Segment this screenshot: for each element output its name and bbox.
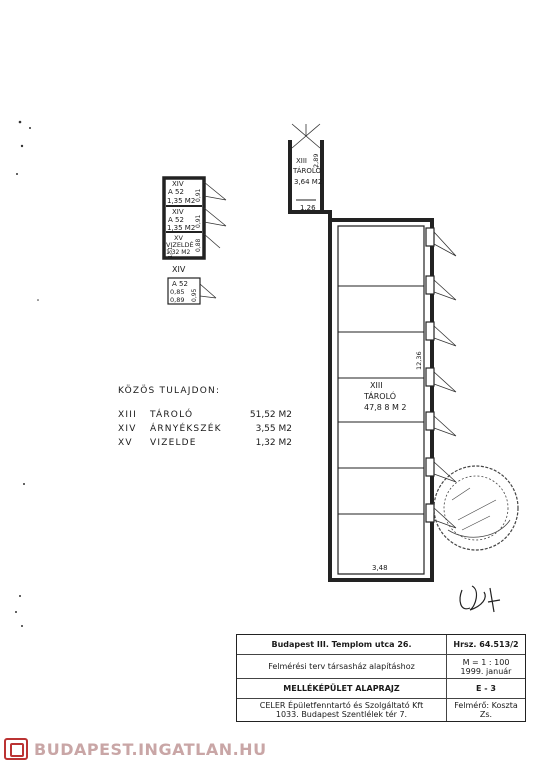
small-d-area: 0,85 xyxy=(170,288,184,296)
watermark-text: BUDAPEST.INGATLAN.HU xyxy=(34,739,267,759)
room-13-top-area: 3,64 M2 xyxy=(294,178,322,186)
room-13-top-num: XIII xyxy=(296,157,307,165)
purpose: Felmérési terv társasház alapításhoz xyxy=(237,655,447,678)
small-b-dim: 0,91 xyxy=(195,214,202,228)
small-a-num: XIV xyxy=(172,180,184,188)
legend-row: XIV ÁRNYÉKSZÉK 3,55 M2 xyxy=(118,422,298,436)
site-watermark: BUDAPEST.INGATLAN.HU xyxy=(0,736,294,762)
small-c-area: 1,32 M2 xyxy=(166,249,190,256)
legend-num: XIV xyxy=(118,424,137,434)
title-block-row-company: CELER Épületfenntartó és Szolgáltató Kft… xyxy=(237,699,525,721)
room-13-top-dim-w: 1,26 xyxy=(300,204,316,212)
small-a-code: A 52 xyxy=(168,188,184,196)
legend-name: VIZELDE xyxy=(150,438,197,448)
room-13-large-dim-bottom: 3,48 xyxy=(372,564,388,572)
small-a-dim: 0,91 xyxy=(195,188,202,202)
legend-heading: KÖZÖS TULAJDON: xyxy=(118,386,221,396)
date: 1999. január xyxy=(460,666,512,676)
small-rooms xyxy=(162,176,206,305)
scale-date: M = 1 : 100 1999. január xyxy=(447,655,525,678)
title-block: Budapest III. Templom utca 26. Hrsz. 64.… xyxy=(236,634,526,722)
legend-name: ÁRNYÉKSZÉK xyxy=(150,424,222,434)
small-c-num: XV xyxy=(174,234,183,242)
legend-area: 51,52 M2 xyxy=(249,410,292,420)
room-13-large-num: XIII xyxy=(370,381,383,390)
room-13-top-dim-h: 2,89 xyxy=(312,154,320,168)
small-b-num: XIV xyxy=(172,208,184,216)
address: Budapest III. Templom utca 26. xyxy=(237,635,447,654)
room-13-large-dim-side: 12,36 xyxy=(415,351,423,370)
building-walls xyxy=(288,140,434,582)
small-c-name: VIZELDÉ xyxy=(166,240,194,249)
legend-name: TÁROLÓ xyxy=(150,410,194,420)
company: CELER Épületfenntartó és Szolgáltató Kft xyxy=(259,701,424,710)
drawing-title: MELLÉKÉPÜLET ALAPRAJZ xyxy=(237,679,447,698)
scan-speckles xyxy=(15,120,39,627)
legend-num: XIII xyxy=(118,410,137,420)
room-13-large-name: TÁROLÓ xyxy=(363,390,396,401)
legend-row: XV VIZELDE 1,32 M2 xyxy=(118,436,298,450)
official-stamp xyxy=(433,465,519,551)
legend-area: 3,55 M2 xyxy=(255,424,292,434)
small-d-dim: 0,89 xyxy=(170,296,184,304)
small-b-area: 1,35 M2 xyxy=(167,224,195,232)
small-b-code: A 52 xyxy=(168,216,184,224)
room-13-large-area: 47,8 8 M 2 xyxy=(364,403,407,412)
small-d-num: XIV xyxy=(172,265,186,274)
small-room-doors xyxy=(199,181,227,299)
scale: M = 1 : 100 xyxy=(462,657,510,667)
title-block-row-address: Budapest III. Templom utca 26. Hrsz. 64.… xyxy=(237,635,525,655)
small-c-dim: 0,88 xyxy=(195,238,202,252)
storage-partitions xyxy=(338,285,424,515)
signature xyxy=(459,585,501,613)
small-c-dim2: 1,51 xyxy=(168,247,174,258)
legend-area: 1,32 M2 xyxy=(255,438,292,448)
watermark-logo-icon xyxy=(4,738,28,760)
company-block: CELER Épületfenntartó és Szolgáltató Kft… xyxy=(237,699,447,721)
title-block-row-purpose: Felmérési terv társasház alapításhoz M =… xyxy=(237,655,525,679)
legend-num: XV xyxy=(118,438,133,448)
door-openings xyxy=(425,227,435,523)
small-d-code: A 52 xyxy=(172,280,188,288)
hrsz: Hrsz. 64.513/2 xyxy=(453,640,519,649)
title-block-row-title: MELLÉKÉPÜLET ALAPRAJZ E - 3 xyxy=(237,679,525,699)
surveyor: Felmérő: Koszta Zs. xyxy=(454,701,518,719)
sheet-number: E - 3 xyxy=(476,684,496,693)
shared-property-legend: KÖZÖS TULAJDON: XIII TÁROLÓ 51,52 M2 XIV… xyxy=(118,386,298,450)
small-d-dim2: 0,95 xyxy=(191,288,198,302)
door-swings xyxy=(291,123,457,529)
room-13-top-name: TÁROLÓ xyxy=(292,166,322,175)
small-a-area: 1,35 M2 xyxy=(167,197,195,205)
company-address: 1033. Budapest Szentlélek tér 7. xyxy=(275,710,408,719)
legend-row: XIII TÁROLÓ 51,52 M2 xyxy=(118,408,298,422)
